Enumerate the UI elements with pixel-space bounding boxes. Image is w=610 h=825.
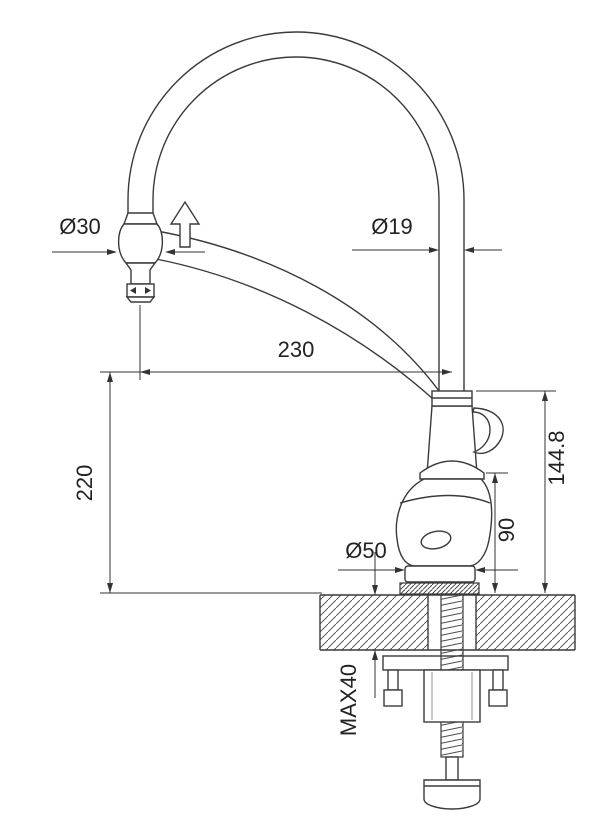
mounting-hardware xyxy=(382,593,509,810)
dim-max-counter-thickness: MAX40 xyxy=(336,552,378,736)
label-swivel-height: 90 xyxy=(494,518,519,542)
spray-head xyxy=(117,212,164,303)
right-mounting-bolt xyxy=(488,669,508,707)
faucet-body xyxy=(395,390,504,595)
spray-mode-icons xyxy=(130,287,151,294)
label-spray-head-diameter: Ø30 xyxy=(59,214,101,239)
dim-body-height: 144.8 xyxy=(476,390,569,593)
dim-swivel-height: 90 xyxy=(486,472,519,593)
dim-spray-head-diameter: Ø30 xyxy=(52,214,205,255)
hose-arc xyxy=(127,31,465,391)
dim-base-diameter: Ø50 xyxy=(338,538,518,573)
body-shell xyxy=(395,478,493,567)
rod-lower-section xyxy=(445,756,459,781)
base-flange xyxy=(404,565,476,583)
label-spout-reach: 230 xyxy=(278,337,315,362)
spacer-sleeve xyxy=(423,669,481,723)
label-body-height: 144.8 xyxy=(544,430,569,485)
label-spout-height: 220 xyxy=(72,465,97,502)
left-mounting-bolt xyxy=(383,669,403,707)
swivel-dome xyxy=(419,460,485,480)
dim-spout-reach: 230 xyxy=(100,305,452,380)
pull-up-arrow-icon xyxy=(169,200,201,248)
spout-arm xyxy=(155,230,440,400)
label-hose-pipe-diameter: Ø19 xyxy=(371,214,413,239)
label-max-counter-thickness: MAX40 xyxy=(336,664,361,736)
dim-hose-pipe-diameter: Ø19 xyxy=(352,214,502,253)
dim-spout-height: 220 xyxy=(72,372,322,594)
label-base-diameter: Ø50 xyxy=(345,538,387,563)
base-gasket xyxy=(399,582,480,595)
countertop-section xyxy=(319,594,576,651)
handle-lever xyxy=(472,407,504,455)
tightening-nut xyxy=(423,779,481,810)
